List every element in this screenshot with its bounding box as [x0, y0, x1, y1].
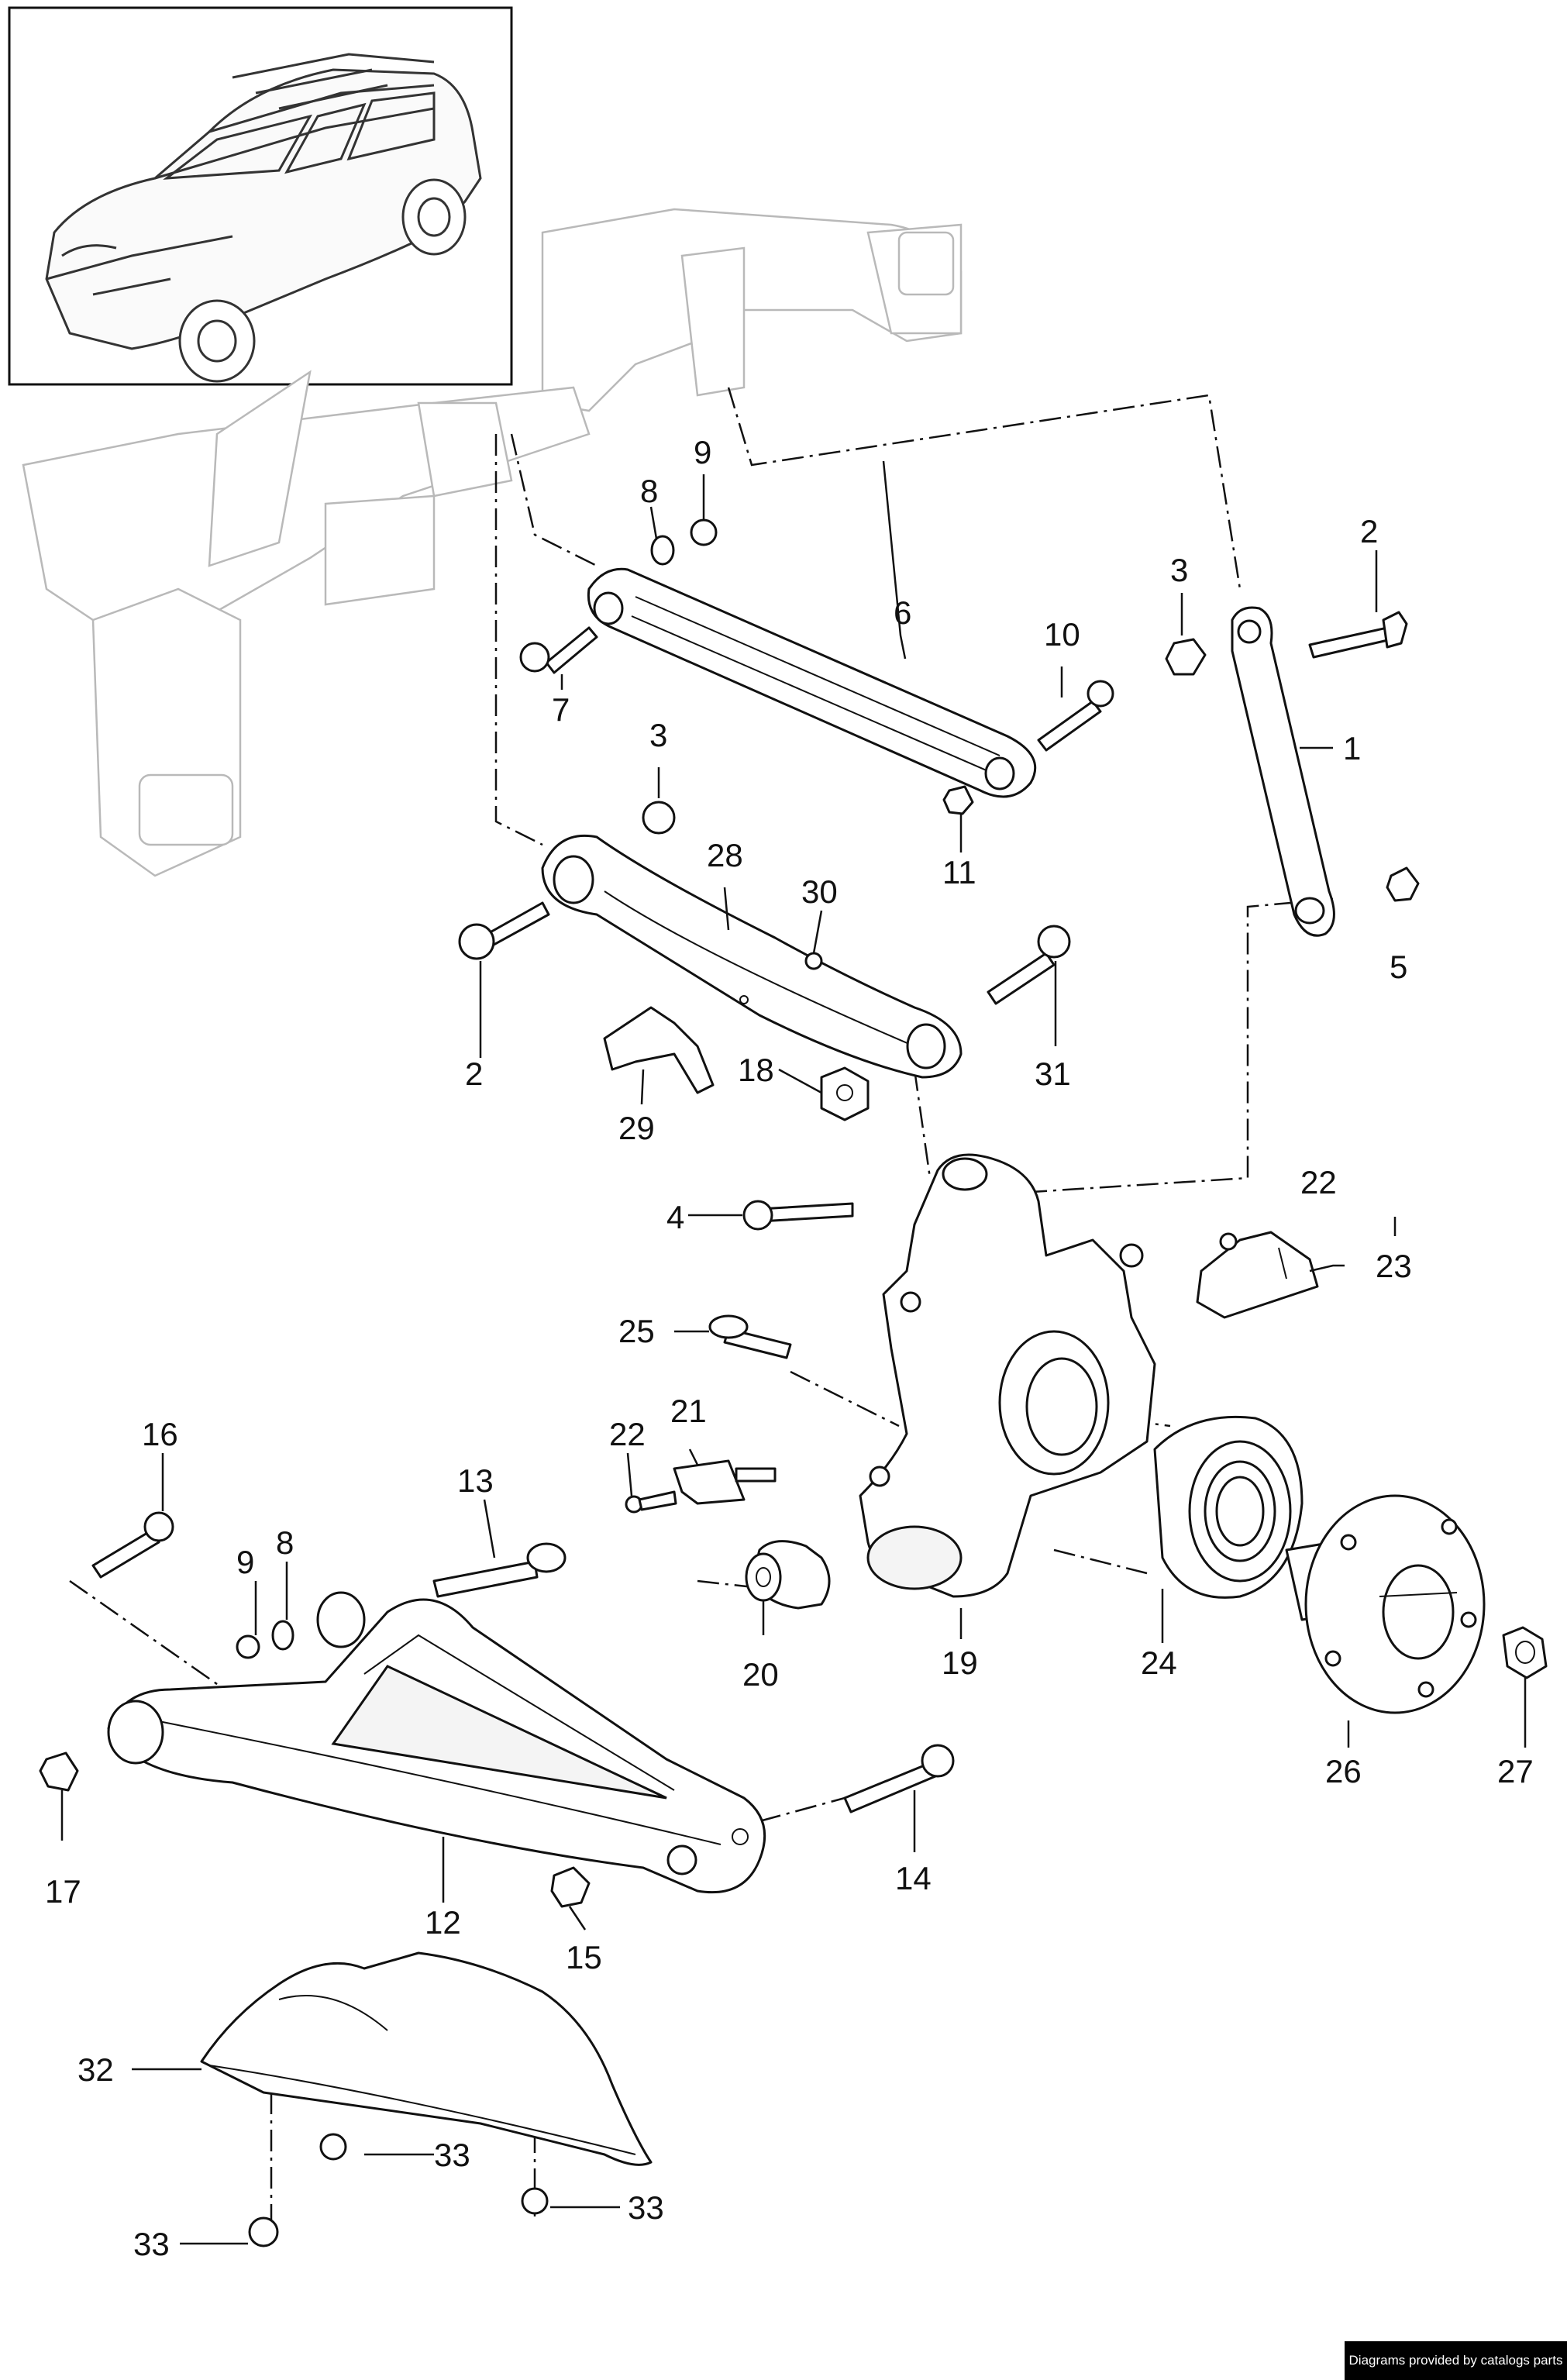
part-32-shield [200, 1951, 653, 2166]
callout-2a: 2 [1360, 513, 1378, 549]
callout-27: 27 [1497, 1753, 1534, 1789]
callout-1: 1 [1343, 730, 1361, 766]
callout-19: 19 [942, 1645, 978, 1681]
callout-6: 6 [894, 594, 911, 631]
part-18-nut [820, 1066, 870, 1121]
leader-lines [60, 460, 1527, 2245]
callout-29: 29 [618, 1110, 655, 1146]
part-23-bracket [1196, 1231, 1319, 1319]
callout-10: 10 [1044, 616, 1080, 653]
callout-21: 21 [670, 1393, 707, 1429]
callout-20: 20 [742, 1656, 779, 1693]
callout-11: 11 [942, 854, 976, 890]
callout-14: 14 [895, 1860, 932, 1896]
callout-33a: 33 [434, 2137, 470, 2173]
callout-9a: 9 [694, 434, 711, 470]
part-24-wheel-bearing [1153, 1415, 1304, 1599]
callout-31: 31 [1035, 1056, 1071, 1092]
callout-15: 15 [566, 1939, 602, 1975]
callout-22a: 22 [1300, 1164, 1337, 1200]
part-27-hub-nut [1502, 1626, 1548, 1679]
callout-2b: 2 [465, 1056, 483, 1092]
callout-26: 26 [1325, 1753, 1362, 1789]
part-20-bushing [745, 1540, 831, 1610]
part-21-sensor [673, 1459, 777, 1505]
diagram-credit: Diagrams provided by catalogs parts [1345, 2341, 1567, 2380]
callout-labels: 2 1 3 6 8 9 7 10 11 3 28 30 31 5 2 29 18… [45, 434, 1534, 2262]
callout-28: 28 [707, 837, 743, 873]
part-29-bracket [603, 1006, 715, 1094]
callout-7: 7 [552, 691, 570, 728]
part-26-wheel-hub [1285, 1494, 1486, 1714]
part-1-toe-link [1231, 606, 1335, 937]
part-28-upper-arm [541, 834, 963, 1079]
callout-23: 23 [1376, 1248, 1412, 1284]
part-12-lower-wishbone [107, 1591, 766, 1894]
callout-24: 24 [1141, 1645, 1177, 1681]
suv-illustration [45, 53, 482, 383]
callout-8a: 8 [640, 473, 658, 509]
bolts [91, 611, 1408, 1813]
callout-5: 5 [1390, 949, 1407, 985]
callout-16: 16 [142, 1416, 178, 1452]
callout-17: 17 [45, 1873, 81, 1910]
ghost-subframe [22, 208, 963, 877]
callout-3b: 3 [649, 717, 667, 753]
part-19-wheel-carrier [859, 1153, 1156, 1598]
small-nuts [39, 518, 1420, 2247]
callout-33b: 33 [628, 2189, 664, 2226]
callout-18: 18 [738, 1052, 774, 1088]
callout-9b: 9 [236, 1544, 254, 1580]
callout-4: 4 [666, 1199, 684, 1235]
callout-32: 32 [77, 2051, 114, 2088]
callout-8b: 8 [276, 1524, 294, 1561]
callout-30: 30 [801, 873, 838, 910]
callout-13: 13 [457, 1462, 494, 1499]
callout-33c: 33 [133, 2226, 170, 2262]
callout-22b: 22 [609, 1416, 646, 1452]
callout-25: 25 [618, 1313, 655, 1349]
callout-3a: 3 [1170, 552, 1188, 588]
vehicle-inset [8, 6, 513, 386]
callout-12: 12 [425, 1904, 461, 1941]
part-6-upper-link [587, 567, 1037, 798]
